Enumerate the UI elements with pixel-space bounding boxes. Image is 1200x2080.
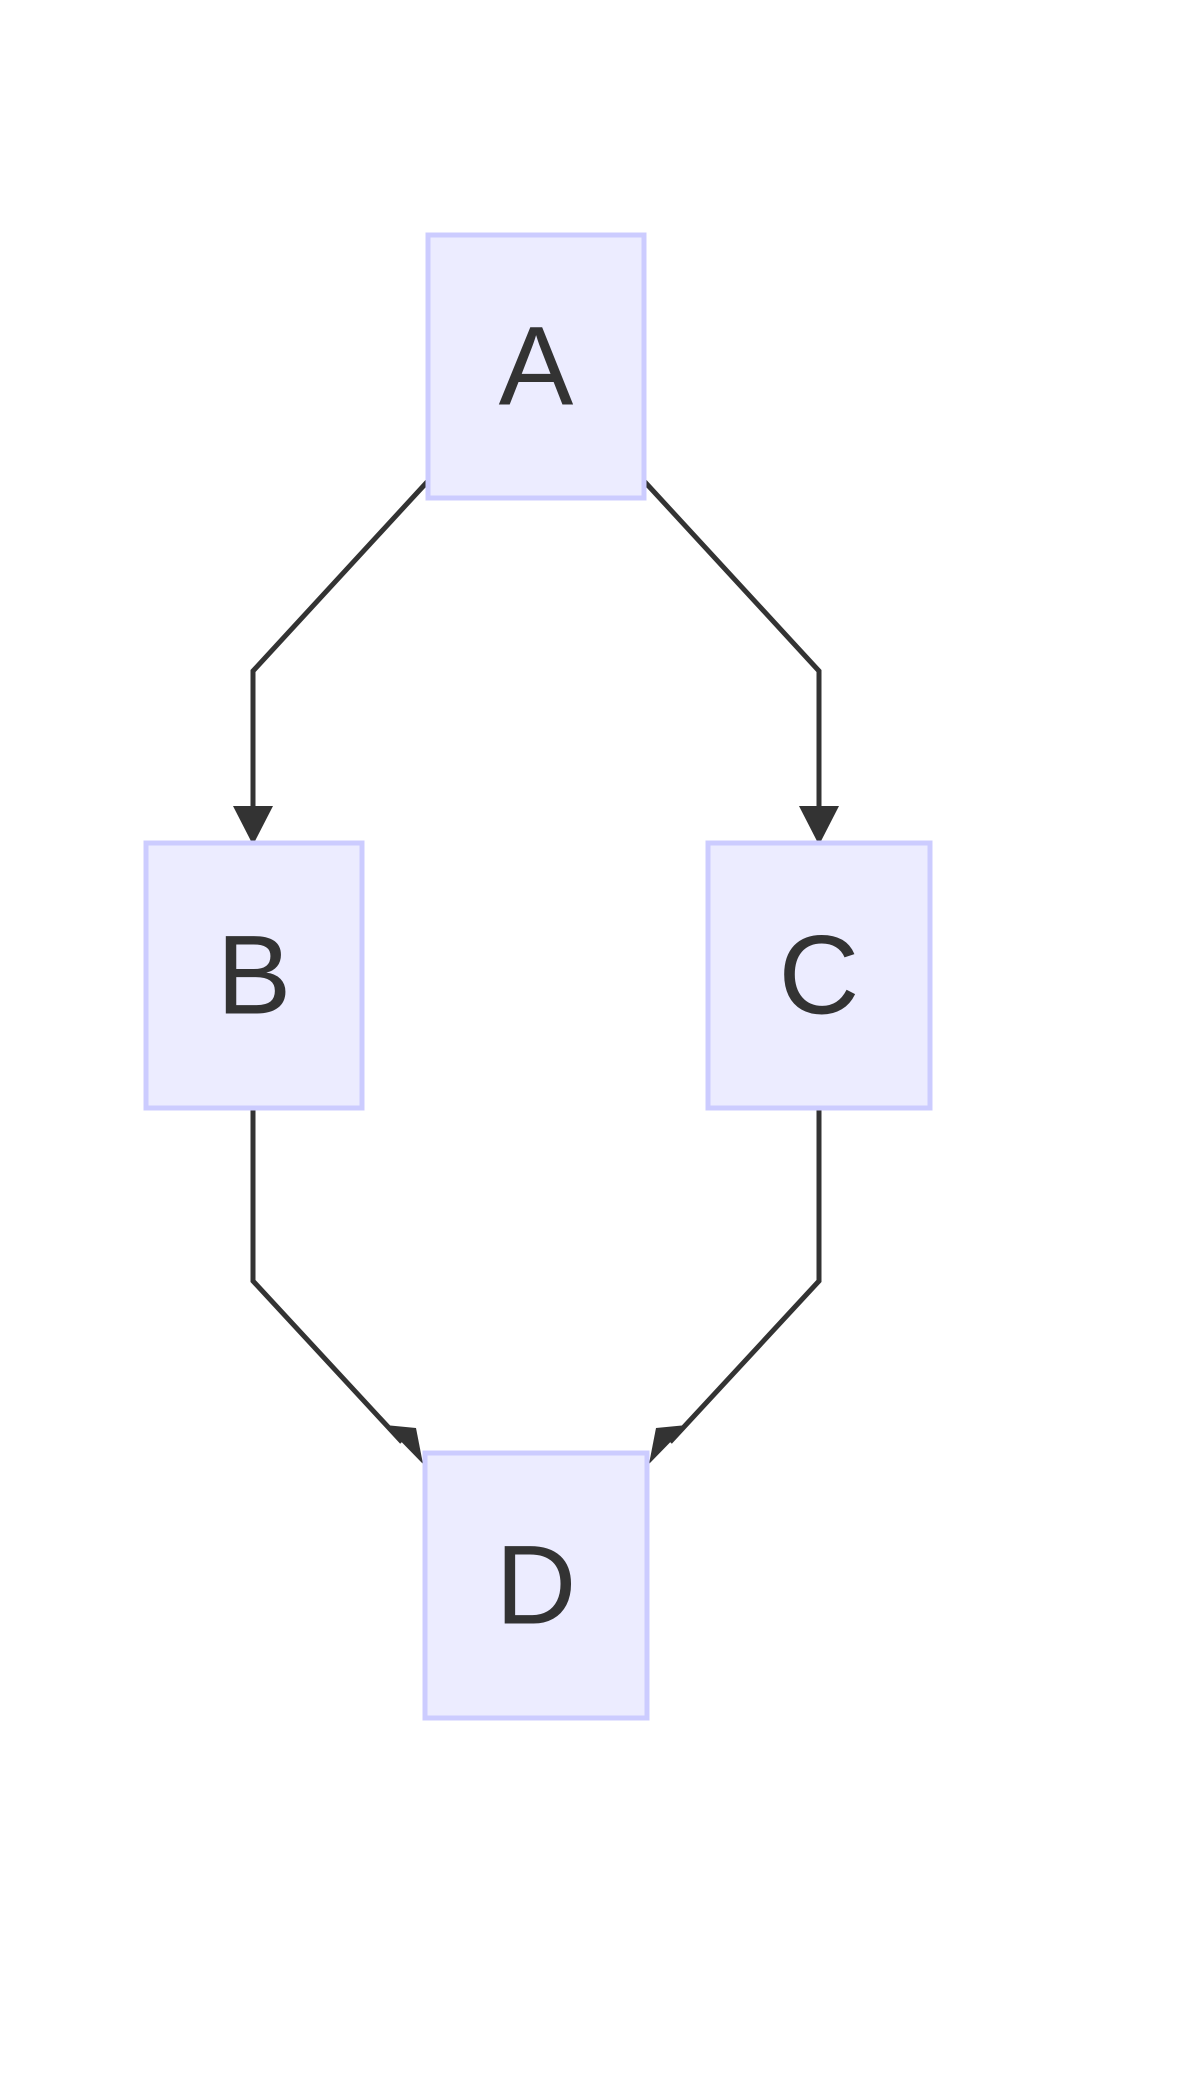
edge-a-to-c-line [642, 479, 822, 810]
node-d-label: D [496, 1523, 577, 1648]
node-a: A [425, 232, 647, 501]
edge-b-to-d-line [250, 1108, 404, 1444]
edge-b-to-d-arrowhead [385, 1425, 423, 1464]
node-c: C [705, 840, 933, 1111]
edge-b-to-d [250, 1108, 423, 1464]
edge-c-to-d [649, 1108, 822, 1464]
node-d: D [422, 1450, 650, 1721]
edge-a-to-b-line [250, 479, 430, 810]
node-b: B [143, 840, 365, 1111]
edge-c-to-d-arrowhead [649, 1425, 687, 1464]
edge-a-to-c-arrowhead [799, 806, 839, 845]
node-a-label: A [499, 304, 574, 429]
node-b-label: B [217, 913, 292, 1038]
edge-c-to-d-line [668, 1108, 822, 1444]
node-c-label: C [779, 913, 860, 1038]
edge-a-to-b-arrowhead [233, 806, 273, 845]
edges [233, 479, 839, 1464]
edge-a-to-c [642, 479, 839, 845]
edge-a-to-b [233, 479, 430, 845]
